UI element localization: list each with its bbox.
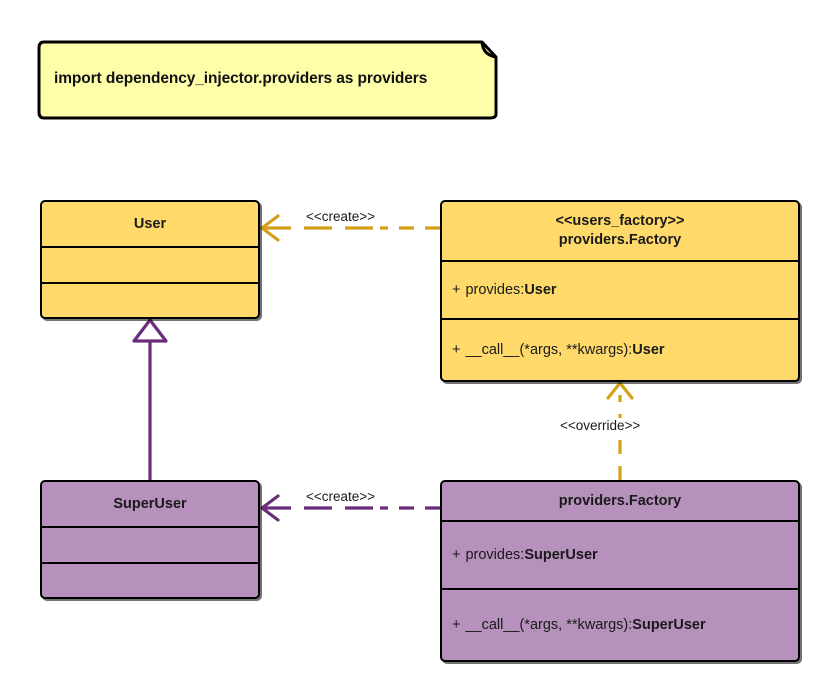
class-name-providers-factory: providers.Factory bbox=[558, 492, 682, 509]
attribute-visibility: + bbox=[452, 547, 461, 563]
class-title-superuser: SuperUser bbox=[42, 482, 258, 526]
class-attributes-superuser bbox=[42, 526, 258, 562]
method-return-type: User bbox=[632, 341, 665, 358]
attribute-type: SuperUser bbox=[524, 547, 598, 563]
class-method-row: + __call__(*args, **kwargs): SuperUser bbox=[442, 588, 798, 659]
edge-label-override: <<override>> bbox=[557, 418, 644, 433]
note-shape bbox=[37, 40, 498, 120]
class-title-users-factory: <<users_factory>> providers.Factory bbox=[442, 202, 798, 260]
class-title-user: User bbox=[42, 202, 258, 246]
hollow-triangle-arrowhead bbox=[132, 318, 168, 343]
class-attributes-user bbox=[42, 246, 258, 282]
method-label: __call__(*args, **kwargs): bbox=[465, 616, 633, 633]
class-method-row: + __call__(*args, **kwargs): User bbox=[442, 318, 798, 379]
note-folded-corner bbox=[480, 41, 497, 59]
method-visibility: + bbox=[452, 341, 461, 358]
class-name-user: User bbox=[133, 215, 167, 232]
open-arrowhead-left bbox=[260, 494, 280, 522]
import-note-text: import dependency_injector.providers as … bbox=[54, 70, 428, 87]
method-visibility: + bbox=[452, 616, 461, 633]
method-label: __call__(*args, **kwargs): bbox=[465, 341, 633, 358]
attribute-label: provides: bbox=[465, 282, 525, 298]
method-return-type: SuperUser bbox=[632, 616, 706, 633]
class-name-superuser: SuperUser bbox=[113, 495, 187, 512]
class-methods-user bbox=[42, 282, 258, 316]
class-box-providers-factory[interactable]: providers.Factory + provides: SuperUser … bbox=[440, 480, 800, 662]
attribute-visibility: + bbox=[452, 282, 461, 298]
class-stereotype-users-factory: <<users_factory>> bbox=[555, 213, 685, 229]
class-name-users-factory: providers.Factory bbox=[558, 232, 682, 248]
class-methods-superuser bbox=[42, 562, 258, 596]
edge-label-create-superuser: <<create>> bbox=[303, 489, 379, 504]
edge-label-create-user: <<create>> bbox=[303, 209, 379, 224]
import-note: import dependency_injector.providers as … bbox=[36, 38, 500, 122]
attribute-label: provides: bbox=[465, 547, 525, 563]
class-box-superuser[interactable]: SuperUser bbox=[40, 480, 260, 599]
open-arrowhead-left bbox=[260, 214, 280, 242]
attribute-type: User bbox=[524, 282, 557, 298]
class-title-providers-factory: providers.Factory bbox=[442, 482, 798, 520]
class-attribute-row: + provides: User bbox=[442, 260, 798, 318]
edge-generalization bbox=[132, 318, 168, 480]
class-attribute-row: + provides: SuperUser bbox=[442, 520, 798, 588]
class-box-user[interactable]: User bbox=[40, 200, 260, 319]
open-arrowhead-up bbox=[606, 381, 634, 400]
class-box-users-factory[interactable]: <<users_factory>> providers.Factory + pr… bbox=[440, 200, 800, 382]
